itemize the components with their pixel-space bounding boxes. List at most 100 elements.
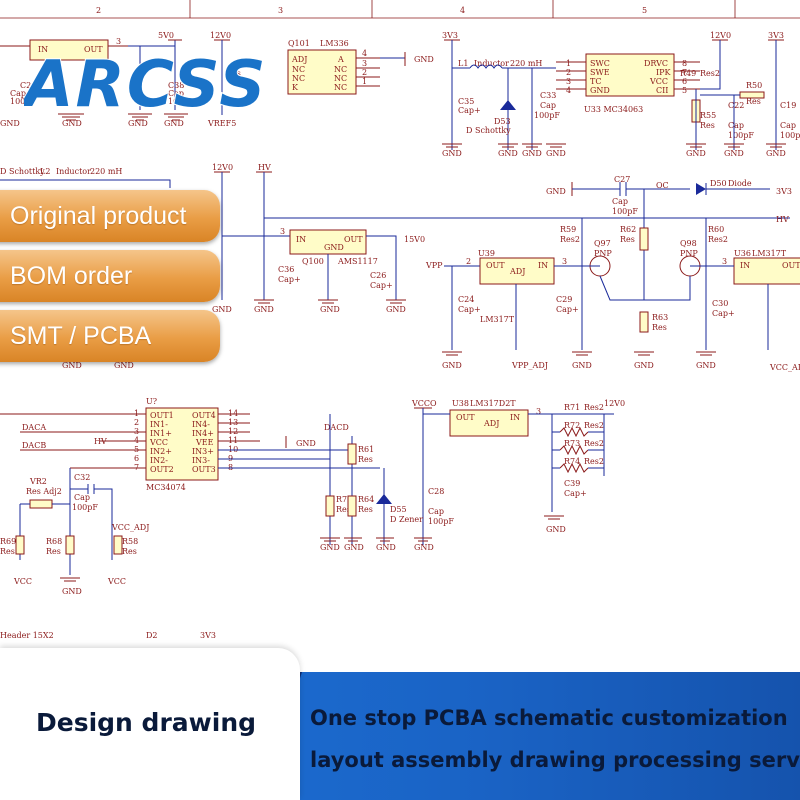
tag-original-product[interactable]: Original product	[0, 190, 220, 242]
svg-text:12V0: 12V0	[710, 31, 731, 40]
svg-text:NC: NC	[334, 65, 347, 74]
grid-number: 2	[96, 6, 101, 15]
svg-text:Cap+: Cap+	[556, 305, 579, 314]
svg-text:VCC: VCC	[107, 577, 126, 586]
svg-text:GND: GND	[590, 86, 610, 95]
svg-text:3V3: 3V3	[442, 31, 458, 40]
svg-text:GND: GND	[724, 149, 744, 158]
ams1117-block: D Schottky L2 Inductor 220 mH 12V0 HV IN…	[0, 163, 790, 370]
svg-text:3V3: 3V3	[200, 631, 216, 640]
svg-text:3: 3	[566, 77, 571, 86]
svg-text:12V0: 12V0	[604, 399, 625, 408]
svg-text:2: 2	[134, 418, 139, 427]
svg-text:GND: GND	[62, 119, 82, 128]
svg-text:2: 2	[466, 257, 471, 266]
regulator-block-top: IN OUT 3 5V0 12V0 C20 Cap 100p C38 Cap 1…	[0, 31, 434, 128]
service-line-2: layout assembly drawing processing servi…	[310, 748, 800, 772]
svg-text:C19: C19	[780, 101, 796, 110]
svg-text:100pF: 100pF	[728, 131, 754, 140]
svg-text:220 mH: 220 mH	[510, 59, 542, 68]
svg-text:GND: GND	[414, 543, 434, 552]
svg-text:5: 5	[682, 86, 687, 95]
svg-text:Cap+: Cap+	[458, 305, 481, 314]
svg-text:Res: Res	[358, 455, 373, 464]
banner-blue-panel	[258, 672, 800, 800]
svg-text:C35: C35	[458, 97, 474, 106]
svg-text:NC: NC	[292, 65, 305, 74]
svg-text:GND: GND	[572, 361, 592, 370]
svg-text:GND: GND	[766, 149, 786, 158]
svg-text:ADJ: ADJ	[509, 267, 525, 276]
svg-text:Cap: Cap	[728, 121, 744, 130]
svg-text:OUT: OUT	[782, 261, 800, 270]
svg-text:IN2-: IN2-	[150, 456, 168, 465]
svg-text:R76: R76	[336, 495, 352, 504]
svg-text:VCC_ADJ: VCC_ADJ	[111, 523, 149, 532]
svg-text:U36: U36	[734, 249, 751, 258]
tag-label: Original product	[10, 202, 187, 230]
svg-text:Cap+: Cap+	[712, 309, 735, 318]
tag-bom-order[interactable]: BOM order	[0, 250, 220, 302]
svg-text:3V3: 3V3	[768, 31, 784, 40]
svg-text:C36: C36	[278, 265, 294, 274]
grid-number: 3	[278, 6, 283, 15]
svg-text:GND: GND	[254, 305, 274, 314]
svg-text:D53: D53	[494, 117, 511, 126]
svg-text:VCC: VCC	[13, 577, 32, 586]
svg-text:MC34074: MC34074	[146, 483, 186, 492]
svg-text:DACA: DACA	[22, 423, 46, 432]
svg-text:220 mH: 220 mH	[90, 167, 122, 176]
svg-text:VCC_ADJ: VCC_ADJ	[769, 363, 800, 372]
svg-text:3: 3	[280, 227, 285, 236]
svg-text:IN1+: IN1+	[150, 429, 172, 438]
svg-text:Res: Res	[358, 505, 373, 514]
svg-text:IN: IN	[38, 45, 48, 54]
svg-text:Res2: Res2	[584, 439, 604, 448]
mc34074-opamp-block: U? OUT1 IN1- IN1+ VCC IN2+ IN2- OUT2 OUT…	[0, 397, 625, 640]
svg-text:Q98: Q98	[680, 239, 697, 248]
svg-text:Cap: Cap	[428, 507, 444, 516]
svg-text:OUT: OUT	[486, 261, 505, 270]
svg-text:C26: C26	[370, 271, 386, 280]
svg-text:OUT4: OUT4	[192, 411, 216, 420]
svg-text:L1: L1	[458, 59, 468, 68]
logo-text: ARCSS	[24, 50, 267, 110]
svg-text:R64: R64	[358, 495, 374, 504]
svg-text:AMS1117: AMS1117	[337, 257, 378, 266]
svg-text:3: 3	[362, 59, 367, 68]
svg-text:PNP: PNP	[594, 249, 612, 258]
svg-text:HV: HV	[776, 215, 789, 224]
svg-text:Res: Res	[122, 547, 137, 556]
svg-text:R63: R63	[652, 313, 668, 322]
svg-text:100pF: 100pF	[612, 207, 638, 216]
svg-text:6: 6	[134, 454, 139, 463]
svg-text:D55: D55	[390, 505, 407, 514]
svg-text:R59: R59	[560, 225, 576, 234]
svg-text:D50: D50	[710, 179, 727, 188]
svg-text:VCC: VCC	[149, 438, 168, 447]
schematic-border: 2 3 4 5	[0, 0, 800, 19]
svg-text:ADJ: ADJ	[483, 419, 499, 428]
svg-text:GND: GND	[114, 361, 134, 370]
svg-text:C38: C38	[168, 81, 184, 90]
svg-text:TC: TC	[590, 77, 601, 86]
svg-text:100p: 100p	[10, 97, 30, 106]
svg-text:LM317T: LM317T	[752, 249, 787, 258]
svg-text:Cap: Cap	[780, 121, 796, 130]
svg-text:Inductor: Inductor	[56, 167, 91, 176]
svg-text:C27: C27	[614, 175, 630, 184]
svg-text:K: K	[292, 83, 299, 92]
svg-text:Cap: Cap	[612, 197, 628, 206]
service-banner: Design drawing One stop PCBA schematic c…	[0, 648, 800, 800]
svg-text:Res: Res	[746, 97, 761, 106]
svg-text:R62: R62	[620, 225, 636, 234]
svg-text:8: 8	[682, 59, 687, 68]
svg-text:CII: CII	[656, 86, 668, 95]
svg-text:1: 1	[566, 59, 571, 68]
tag-smt-pcba[interactable]: SMT / PCBA	[0, 310, 220, 362]
svg-text:OUT3: OUT3	[192, 465, 216, 474]
svg-text:Res2: Res2	[708, 235, 728, 244]
svg-text:12V0: 12V0	[210, 31, 231, 40]
svg-text:1: 1	[362, 77, 367, 86]
svg-text:Cap+: Cap+	[278, 275, 301, 284]
